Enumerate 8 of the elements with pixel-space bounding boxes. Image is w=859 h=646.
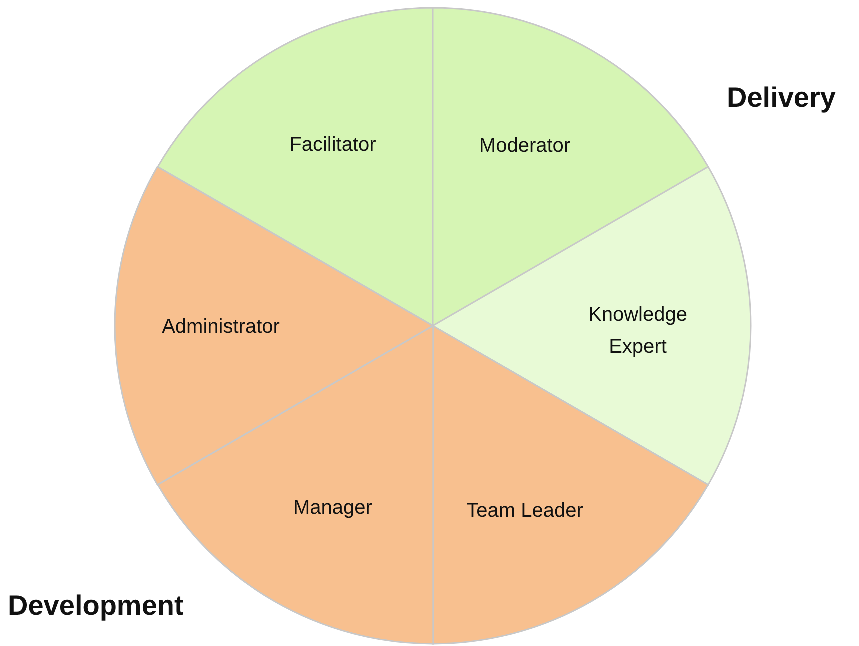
sector-label: Manager [292,496,374,521]
sector-label: Facilitator [288,133,378,158]
sector-label: Team Leader [466,499,584,524]
group-label: Delivery [727,82,836,114]
sector-label: Administrator [161,315,281,340]
group-label: Development [8,590,184,622]
sector-label: Moderator [478,134,572,159]
sector-label: Knowledge Expert [588,303,688,360]
